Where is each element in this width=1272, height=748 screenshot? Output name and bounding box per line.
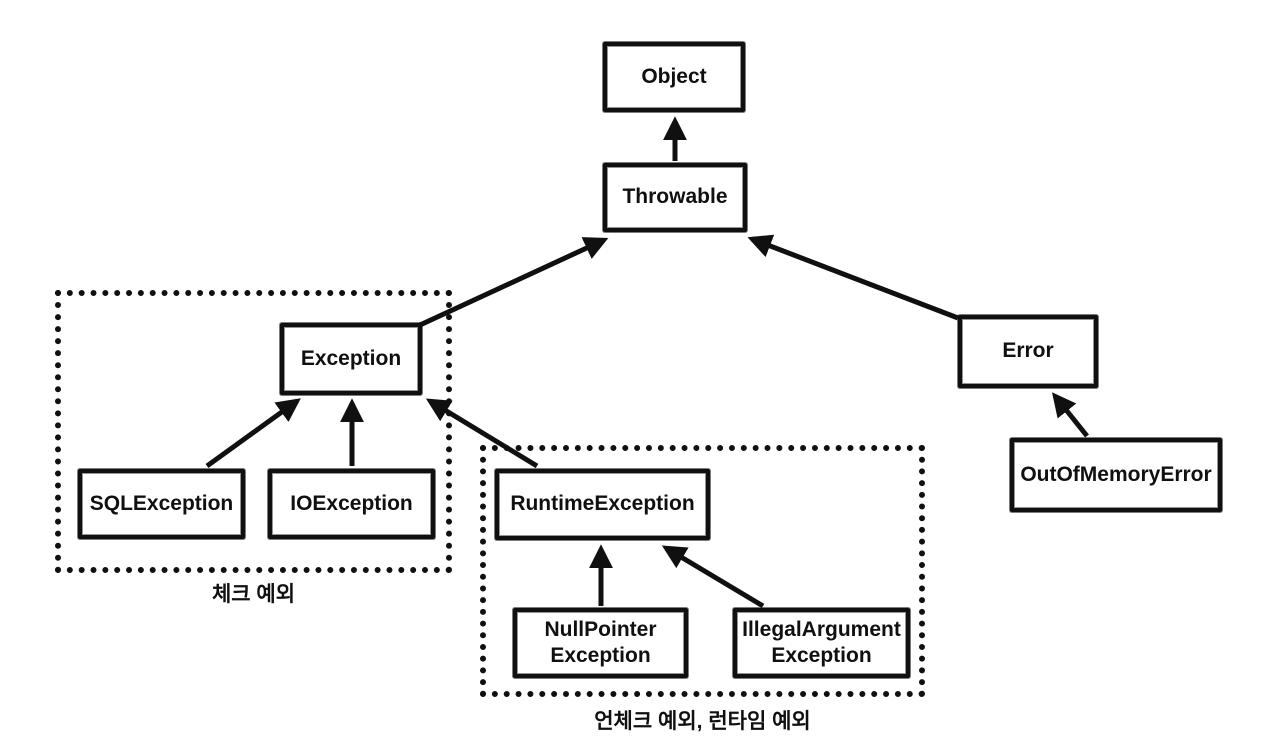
edge-outofmemoryerror-to-error <box>1052 392 1089 438</box>
node-nullpointerexception: NullPointer Exception <box>513 608 688 678</box>
node-outofmemoryerror: OutOfMemoryError <box>1010 438 1222 512</box>
edge-error-to-throwable <box>747 234 959 321</box>
node-exception: Exception <box>280 323 422 395</box>
node-error: Error <box>958 315 1098 388</box>
node-object: Object <box>603 42 745 112</box>
node-runtimeexception: RuntimeException <box>495 469 710 540</box>
node-throwable: Throwable <box>603 163 747 232</box>
node-sqlexception: SQLException <box>78 469 245 539</box>
node-illegalargumentexception: IllegalArgument Exception <box>733 608 910 678</box>
unchecked-exception-group-box <box>480 445 925 697</box>
unchecked-exception-group-label: 언체크 예외, 런타임 예외 <box>594 710 811 733</box>
node-ioexception: IOException <box>268 469 435 539</box>
checked-exception-group-label: 체크 예외 <box>211 583 296 606</box>
